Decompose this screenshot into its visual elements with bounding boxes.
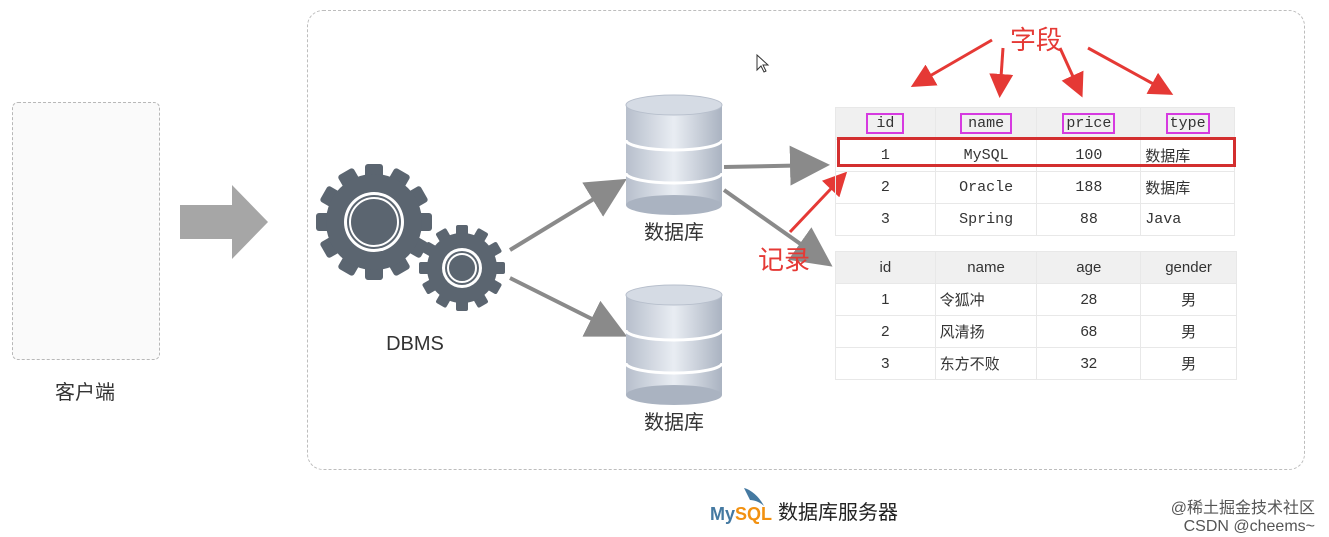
record-annotation: 记录 — [758, 245, 811, 275]
record-arrow — [788, 171, 848, 234]
table-cell: 32 — [1036, 347, 1142, 380]
field-name-header: name — [960, 113, 1013, 134]
connector-arrow — [509, 276, 628, 337]
people-table: id name age gender 1 令狐冲 28 男 2 风清扬 68 男… — [835, 251, 1237, 380]
dolphin-icon — [744, 488, 764, 506]
table-cell: 188 — [1036, 171, 1142, 204]
connector-arrow — [508, 178, 627, 252]
table-header-row: id name age gender — [835, 251, 1237, 284]
database-server-box — [307, 10, 1305, 470]
dbms-label: DBMS — [386, 333, 444, 355]
table-row: 3 Spring 88 Java — [835, 203, 1235, 236]
gear-icon — [316, 164, 432, 280]
table-cell: 男 — [1140, 315, 1237, 348]
table-cell: 3 — [835, 347, 936, 380]
field-arrow — [989, 47, 1014, 98]
table-cell: Spring — [934, 203, 1038, 236]
column-header: type — [1140, 107, 1235, 140]
gear-icon — [419, 225, 505, 311]
big-arrow-icon — [180, 185, 268, 259]
table-header-row: id name price type — [835, 107, 1235, 140]
table-cell: 1 — [835, 283, 936, 316]
field-arrow — [910, 38, 993, 88]
table-cell: 88 — [1036, 203, 1142, 236]
database-icon — [624, 284, 724, 405]
column-header: gender — [1140, 251, 1237, 284]
table-cell: 数据库 — [1140, 171, 1235, 204]
column-header: id — [835, 107, 936, 140]
table-cell: 28 — [1036, 283, 1142, 316]
server-title: 数据库服务器 — [778, 502, 898, 524]
column-header: age — [1036, 251, 1142, 284]
database-icon — [624, 94, 724, 215]
database-label: 数据库 — [644, 412, 704, 434]
table-cell: 2 — [835, 171, 936, 204]
table-cell: 3 — [835, 203, 936, 236]
table-row: 1 令狐冲 28 男 — [835, 283, 1237, 316]
connector-arrow — [722, 188, 833, 267]
watermark-line: @稀土掘金技术社区 — [1170, 500, 1315, 517]
column-header: id — [835, 251, 936, 284]
client-box — [12, 102, 160, 360]
column-header: name — [934, 107, 1038, 140]
table-cell: Java — [1140, 203, 1235, 236]
watermark-line: CSDN @cheems~ — [1183, 518, 1315, 535]
field-annotation: 字段 — [1010, 25, 1063, 55]
table-cell: 2 — [835, 315, 936, 348]
products-table: id name price type 1 MySQL 100 数据库 2 Ora… — [835, 107, 1235, 236]
column-header: price — [1036, 107, 1142, 140]
database-label: 数据库 — [644, 222, 704, 244]
mysql-logo: MySQL — [708, 484, 778, 531]
field-arrow — [1058, 47, 1084, 98]
table-cell: Oracle — [934, 171, 1038, 204]
table-cell: 男 — [1140, 283, 1237, 316]
table-row: 2 Oracle 188 数据库 — [835, 171, 1235, 204]
table-cell: 东方不败 — [934, 347, 1038, 380]
field-id-header: id — [866, 113, 905, 134]
field-arrow — [1087, 46, 1174, 95]
field-type-header: type — [1165, 113, 1210, 134]
mysql-logo-text: MySQL — [710, 504, 773, 524]
table-row: 3 东方不败 32 男 — [835, 347, 1237, 380]
table-cell: 风清扬 — [934, 315, 1038, 348]
field-price-header: price — [1062, 113, 1116, 134]
table-row: 2 风清扬 68 男 — [835, 315, 1237, 348]
table-cell: 男 — [1140, 347, 1237, 380]
record-highlight — [837, 137, 1236, 167]
client-label: 客户端 — [55, 382, 115, 404]
column-header: name — [934, 251, 1038, 284]
connector-arrow — [723, 145, 830, 186]
table-cell: 68 — [1036, 315, 1142, 348]
table-cell: 令狐冲 — [934, 283, 1038, 316]
mouse-cursor-icon — [756, 53, 770, 73]
watermark: @稀土掘金技术社区 CSDN @cheems~ — [1171, 500, 1315, 536]
